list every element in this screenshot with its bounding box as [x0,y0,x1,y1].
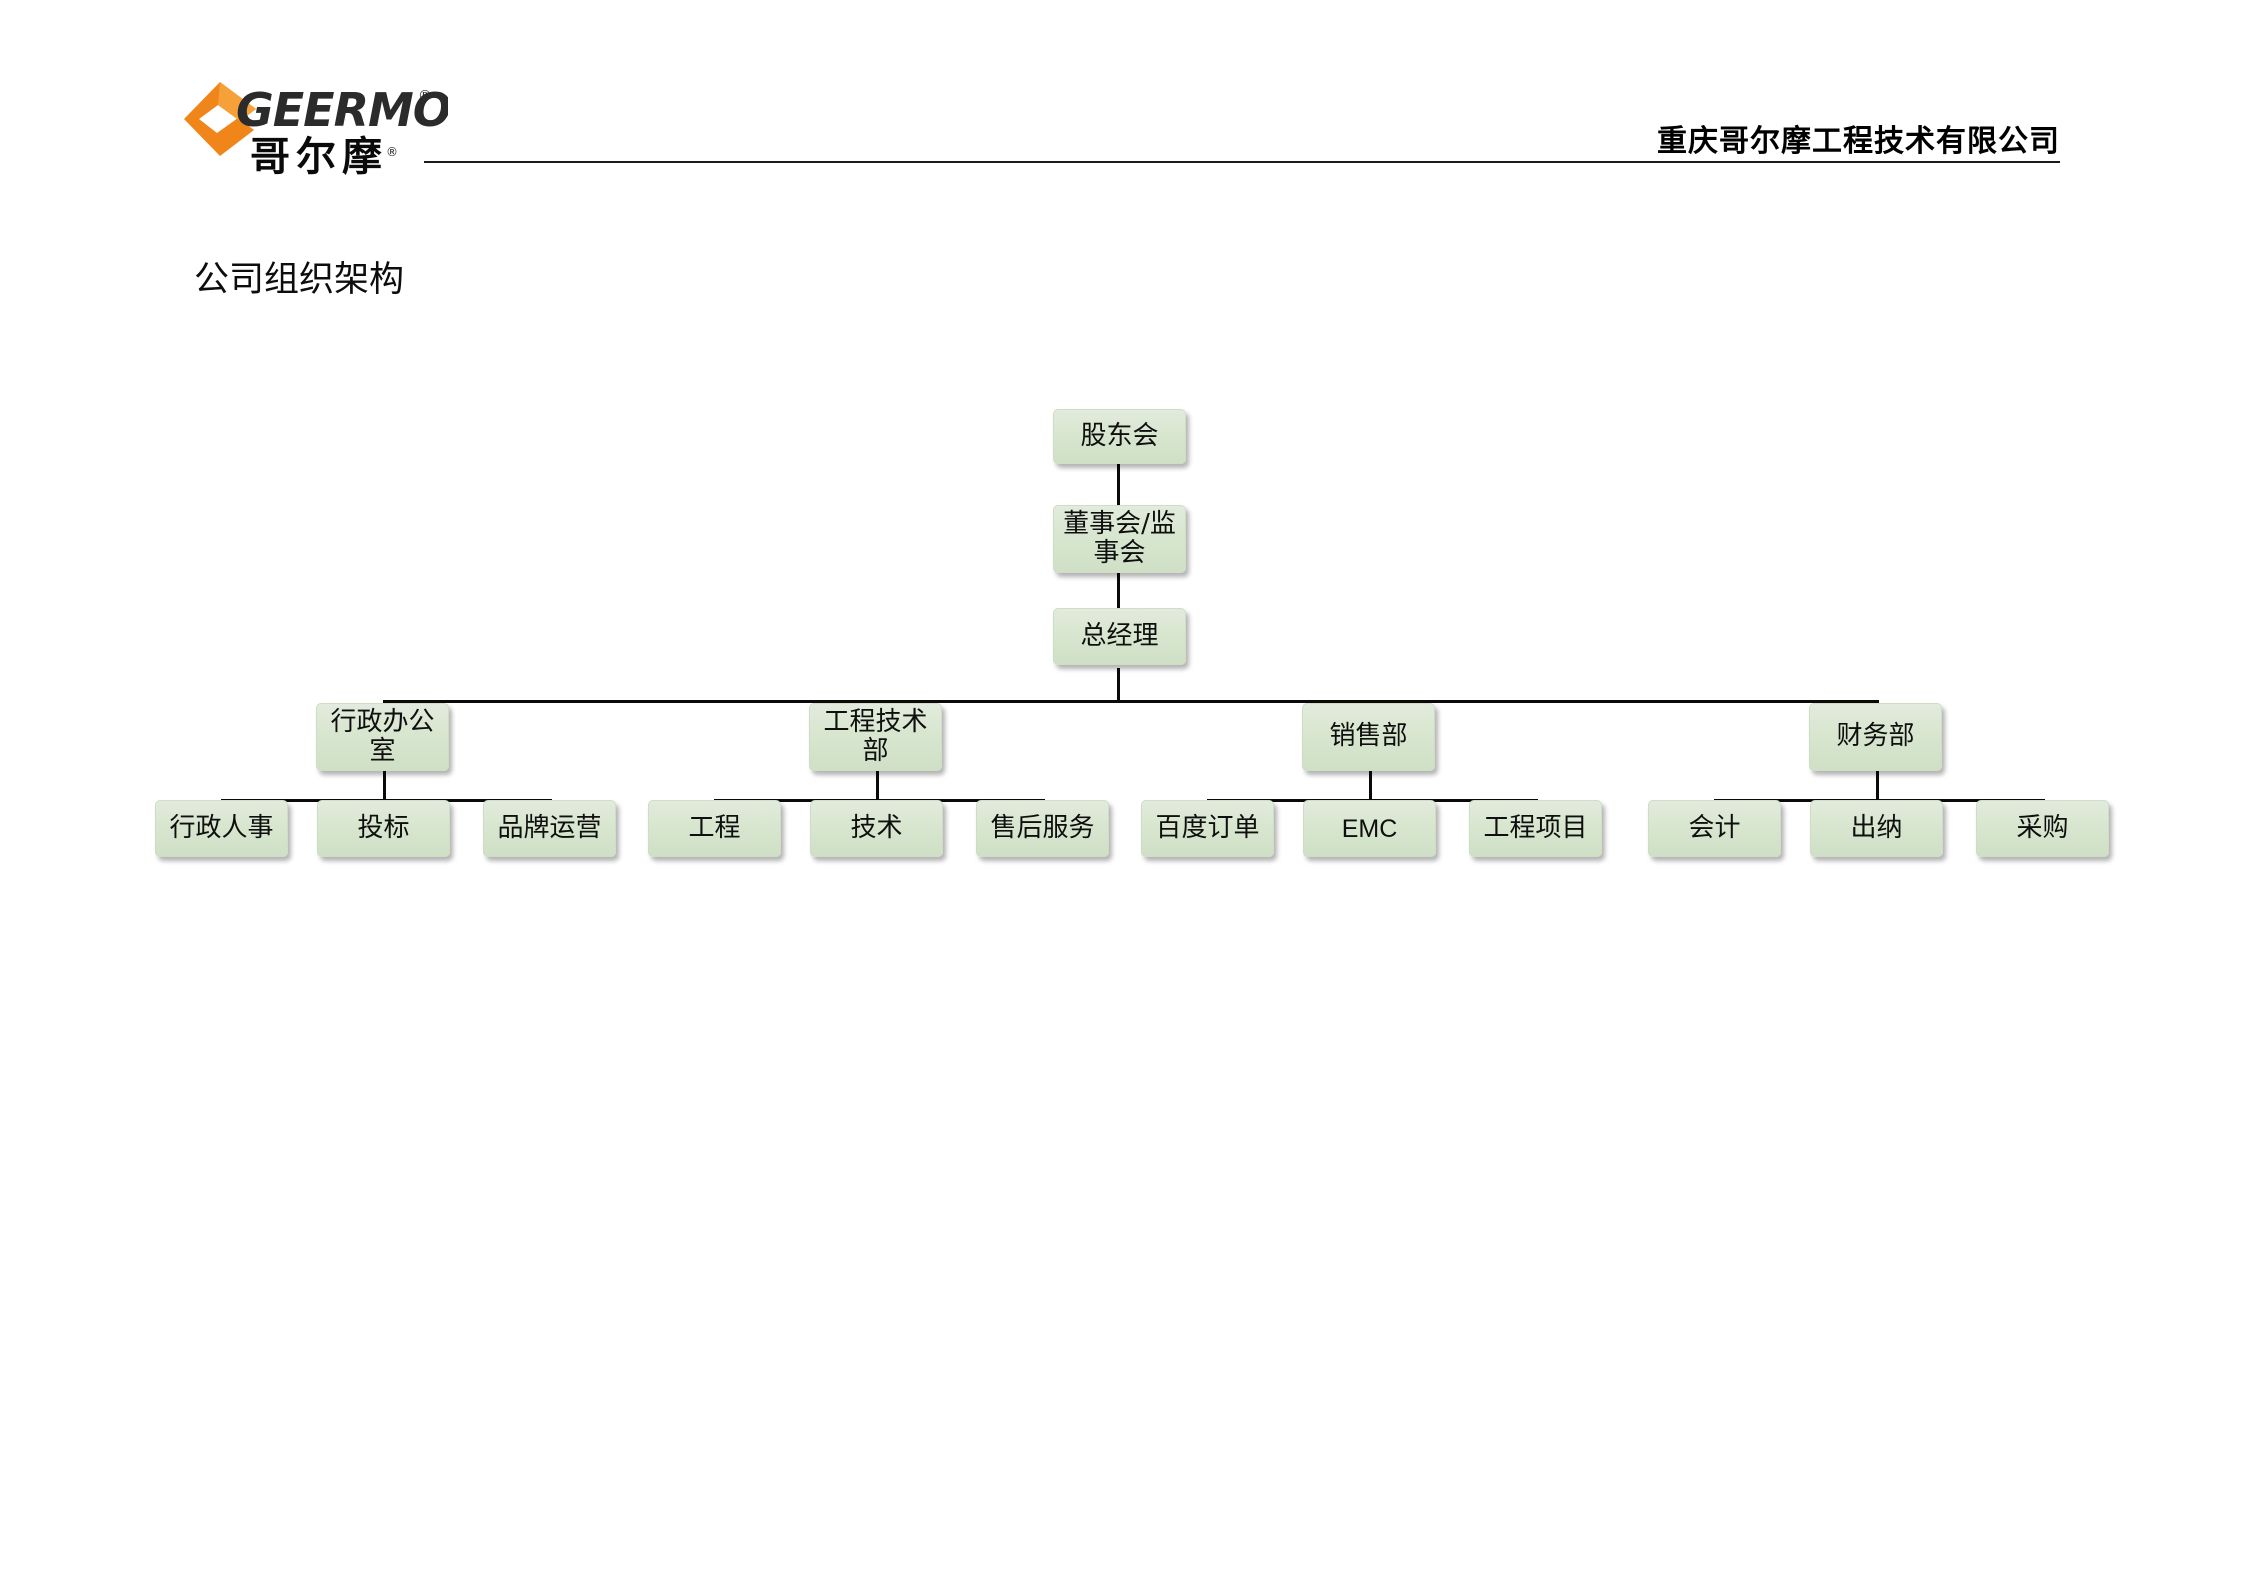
org-node-accounting[interactable]: 会计 [1648,800,1781,857]
org-node-gm[interactable]: 总经理 [1053,608,1186,665]
org-node-brand-ops[interactable]: 品牌运营 [483,800,616,857]
page-title: 公司组织架构 [194,260,405,300]
org-node-label: 投标 [357,812,410,843]
connector-admin-office-down [383,768,386,801]
org-node-bidding[interactable]: 投标 [317,800,450,857]
org-node-label: 百度订单 [1155,812,1260,843]
org-node-label: 股东会 [1080,420,1159,451]
org-node-hr[interactable]: 行政人事 [155,800,288,857]
logo-chinese-name: 哥尔摩 [250,134,388,180]
org-node-baidu-orders[interactable]: 百度订单 [1141,800,1274,857]
org-node-label: 品牌运营 [497,812,602,843]
connector-finance-down [1876,768,1879,801]
geermo-logo: GEERMO ® 哥尔摩 ® [182,78,452,180]
org-node-technology[interactable]: 技术 [810,800,943,857]
logo-wordmark: GEERMO [236,83,452,137]
org-node-label: 采购 [2016,812,2069,843]
org-node-label: 工程项目 [1483,812,1588,843]
connector-shareholders-to-board [1117,460,1120,513]
org-node-label: 财务部 [1836,721,1915,752]
connector-sales-down [1369,768,1372,801]
svg-text:哥尔摩: 哥尔摩 [250,134,388,176]
org-node-sales[interactable]: 销售部 [1302,703,1435,771]
org-node-board[interactable]: 董事会/监事会 [1053,505,1186,573]
org-node-label: 会计 [1688,812,1741,843]
svg-text:GEERMO: GEERMO [236,83,448,137]
logo-diamond-icon [184,82,256,156]
connector-board-to-gm [1117,570,1120,612]
company-name: 重庆哥尔摩工程技术有限公司 [1657,124,2060,159]
org-node-eng-projects[interactable]: 工程项目 [1469,800,1602,857]
connector-engineering-tech-down [876,768,879,801]
org-node-after-sales[interactable]: 售后服务 [976,800,1109,857]
logo-chinese-registered-mark: ® [386,145,398,159]
org-node-engineering-tech[interactable]: 工程技术部 [809,703,942,771]
org-node-label: 行政办公室 [330,706,435,766]
org-node-emc[interactable]: EMC [1303,800,1436,857]
org-node-cashier[interactable]: 出纳 [1810,800,1943,857]
header-divider [424,161,2060,163]
org-node-engineering[interactable]: 工程 [648,800,781,857]
connector-trunk-departments [383,700,1879,703]
org-node-label: 行政人事 [169,812,274,843]
org-node-label: 董事会/监事会 [1063,508,1176,568]
org-node-label: 出纳 [1850,812,1903,843]
org-node-admin-office[interactable]: 行政办公室 [316,703,449,771]
org-node-label: 总经理 [1080,620,1159,651]
org-node-label: 技术 [850,812,903,843]
org-node-label: 工程 [688,812,741,843]
org-node-procurement[interactable]: 采购 [1976,800,2109,857]
org-node-label: EMC [1341,814,1398,843]
logo-registered-mark: ® [418,88,432,104]
org-node-shareholders[interactable]: 股东会 [1053,409,1186,464]
svg-text:®: ® [418,88,432,104]
org-node-finance[interactable]: 财务部 [1809,703,1942,771]
org-node-label: 售后服务 [990,812,1095,843]
org-node-label: 工程技术部 [823,706,928,766]
svg-text:®: ® [386,145,398,159]
org-node-label: 销售部 [1329,721,1408,752]
connector-gm-to-trunk [1117,668,1120,702]
